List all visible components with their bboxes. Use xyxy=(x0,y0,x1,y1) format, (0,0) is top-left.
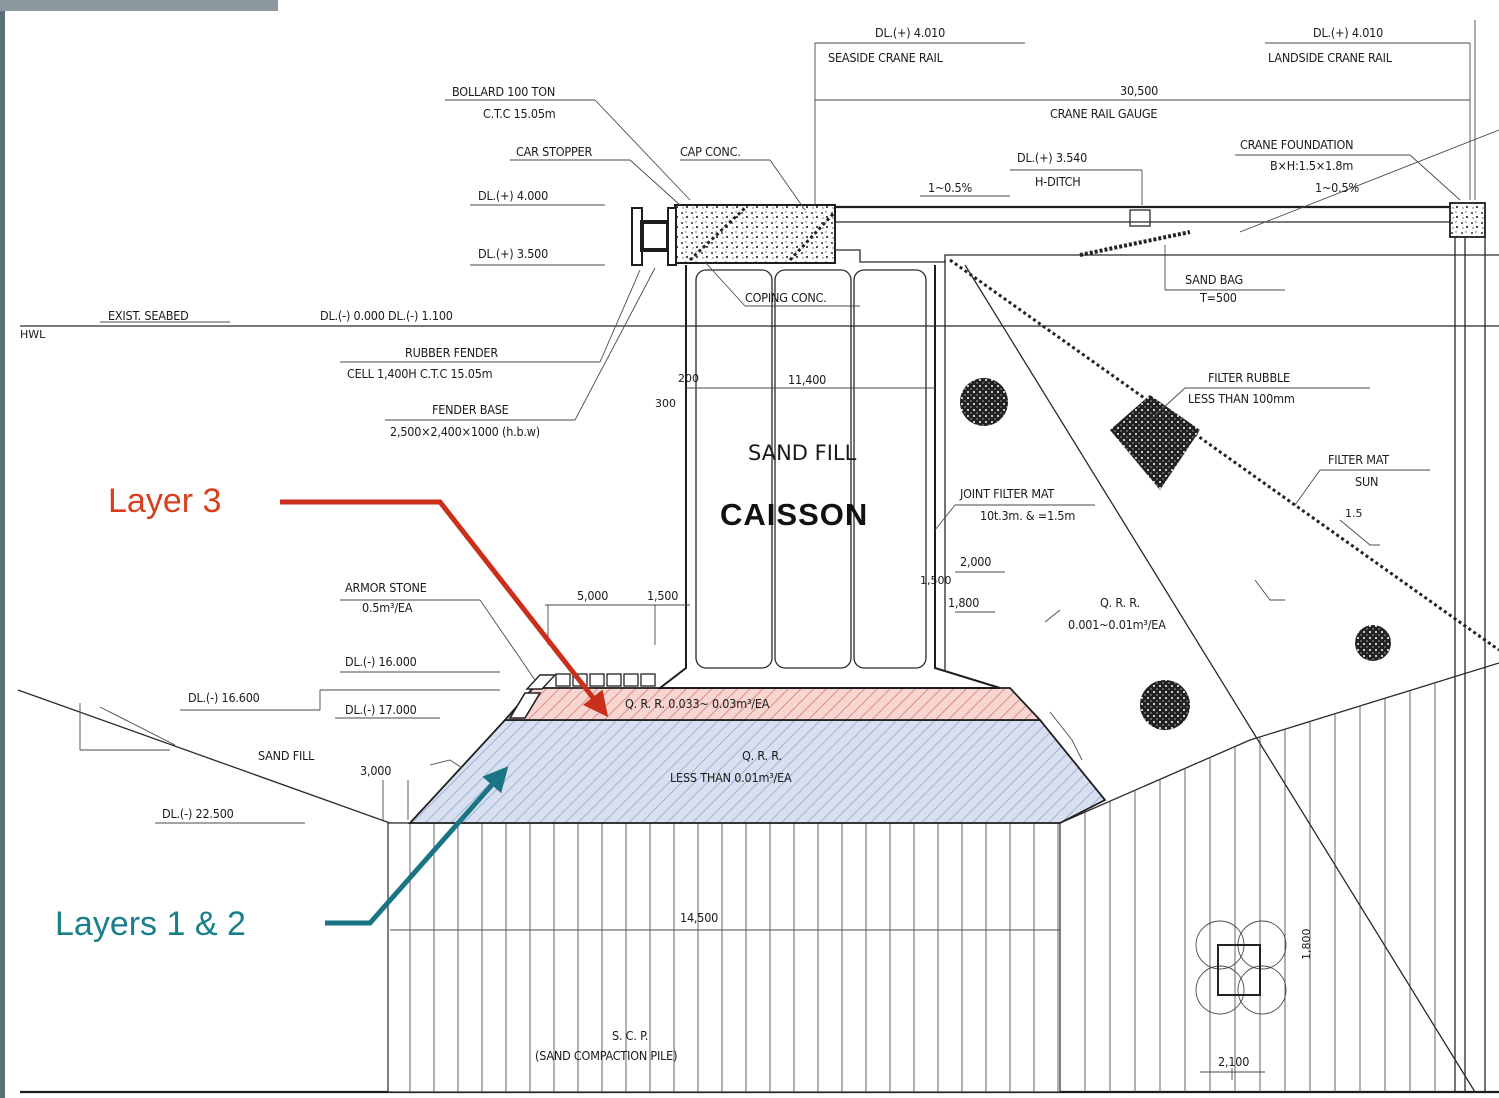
svg-text:1~0.5%: 1~0.5% xyxy=(928,180,972,195)
layers-1-2-callout: Layers 1 & 2 xyxy=(55,905,246,943)
svg-text:CRANE FOUNDATION: CRANE FOUNDATION xyxy=(1240,137,1353,152)
svg-text:DL.(+) 4.000: DL.(+) 4.000 xyxy=(478,188,548,203)
svg-text:HWL: HWL xyxy=(20,328,46,341)
svg-text:10t.3m. & =1.5m: 10t.3m. & =1.5m xyxy=(980,508,1075,523)
svg-text:200: 200 xyxy=(678,372,699,385)
svg-text:CAR STOPPER: CAR STOPPER xyxy=(516,144,592,159)
svg-text:Q. R. R.: Q. R. R. xyxy=(742,748,782,763)
svg-text:LANDSIDE CRANE RAIL: LANDSIDE CRANE RAIL xyxy=(1268,50,1393,65)
svg-text:BOLLARD 100 TON: BOLLARD 100 TON xyxy=(452,84,555,99)
layers-1-2-arrow xyxy=(325,766,509,926)
svg-text:0.5m³/EA: 0.5m³/EA xyxy=(362,600,413,615)
layer-3-callout: Layer 3 xyxy=(108,482,221,520)
rubble-blob-1 xyxy=(960,378,1008,426)
filter-slope xyxy=(949,258,1499,652)
svg-text:0.001~0.01m³/EA: 0.001~0.01m³/EA xyxy=(1068,617,1166,632)
svg-text:2,000: 2,000 xyxy=(960,554,991,569)
svg-text:CELL 1,400H C.T.C 15.05m: CELL 1,400H C.T.C 15.05m xyxy=(347,366,492,381)
svg-text:300: 300 xyxy=(655,397,676,410)
filter-rubble-patch xyxy=(1110,395,1200,490)
svg-text:ARMOR STONE: ARMOR STONE xyxy=(345,580,427,595)
layer-3-arrow xyxy=(280,499,609,717)
sand-compaction-pile-zone xyxy=(387,822,1061,1093)
svg-text:H-DITCH: H-DITCH xyxy=(1035,174,1081,189)
svg-text:DL.(-) 16.000: DL.(-) 16.000 xyxy=(345,654,417,669)
svg-text:Q. R. R.: Q. R. R. xyxy=(1100,595,1140,610)
pile-arrangement-symbol xyxy=(1195,920,1287,1015)
svg-text:JOINT FILTER MAT: JOINT FILTER MAT xyxy=(959,486,1054,501)
svg-text:DL.(-) 17.000: DL.(-) 17.000 xyxy=(345,702,417,717)
cap-concrete xyxy=(674,204,837,264)
armor-stone-row xyxy=(508,673,656,719)
svg-text:B×H:1.5×1.8m: B×H:1.5×1.8m xyxy=(1270,158,1353,173)
svg-text:LESS THAN 0.01m³/EA: LESS THAN 0.01m³/EA xyxy=(670,770,792,785)
svg-text:30,500: 30,500 xyxy=(1120,83,1158,98)
svg-text:FILTER RUBBLE: FILTER RUBBLE xyxy=(1208,370,1290,385)
frame-strip-left xyxy=(0,0,5,1098)
layer-3-bedding xyxy=(503,687,1043,721)
rubble-blob-3 xyxy=(1355,625,1391,661)
svg-text:DL.(-) 22.500: DL.(-) 22.500 xyxy=(162,806,234,821)
svg-text:SAND BAG: SAND BAG xyxy=(1185,272,1243,287)
rubber-fender xyxy=(631,207,677,266)
apron-pavement xyxy=(834,20,1499,1092)
svg-text:DL.(-) 0.000 DL.(-) 1.100: DL.(-) 0.000 DL.(-) 1.100 xyxy=(320,308,453,323)
svg-text:RUBBER FENDER: RUBBER FENDER xyxy=(405,345,498,360)
svg-text:EXIST. SEABED: EXIST. SEABED xyxy=(108,308,189,323)
svg-text:SUN: SUN xyxy=(1355,474,1378,489)
svg-text:DL.(+) 3.500: DL.(+) 3.500 xyxy=(478,246,548,261)
svg-text:5,000: 5,000 xyxy=(577,588,608,603)
svg-text:1~0.5%: 1~0.5% xyxy=(1315,180,1359,195)
svg-text:2,500×2,400×1000 (h.b.w): 2,500×2,400×1000 (h.b.w) xyxy=(390,424,540,439)
svg-text:S. C. P.: S. C. P. xyxy=(612,1028,648,1043)
svg-text:1.5: 1.5 xyxy=(1345,507,1363,520)
svg-text:SAND FILL: SAND FILL xyxy=(258,748,315,763)
svg-text:1,800: 1,800 xyxy=(1300,929,1313,961)
svg-text:T=500: T=500 xyxy=(1199,290,1237,305)
frame-strip-top xyxy=(0,0,278,11)
rubble-blob-2 xyxy=(1140,680,1190,730)
svg-text:3,000: 3,000 xyxy=(360,763,391,778)
svg-text:1,500: 1,500 xyxy=(647,588,678,603)
svg-text:1,800: 1,800 xyxy=(948,595,979,610)
svg-text:(SAND COMPACTION PILE): (SAND COMPACTION PILE) xyxy=(535,1048,677,1063)
sand-compaction-pile-zone-right xyxy=(1084,682,1436,1092)
svg-text:FENDER BASE: FENDER BASE xyxy=(432,402,509,417)
seabed-right-slope xyxy=(1059,662,1499,824)
svg-text:CAP CONC.: CAP CONC. xyxy=(680,144,741,159)
svg-text:11,400: 11,400 xyxy=(788,372,826,387)
svg-text:1,500: 1,500 xyxy=(920,574,952,587)
svg-text:DL.(+) 3.540: DL.(+) 3.540 xyxy=(1017,150,1087,165)
svg-text:14,500: 14,500 xyxy=(680,910,718,925)
svg-text:2,100: 2,100 xyxy=(1218,1054,1249,1069)
caisson-sand-fill-label: SAND FILL xyxy=(748,441,857,465)
svg-text:C.T.C 15.05m: C.T.C 15.05m xyxy=(483,106,556,121)
svg-text:LESS THAN 100mm: LESS THAN 100mm xyxy=(1188,391,1295,406)
svg-text:DL.(+) 4.010: DL.(+) 4.010 xyxy=(1313,25,1383,40)
svg-text:DL.(-) 16.600: DL.(-) 16.600 xyxy=(188,690,260,705)
svg-text:SEASIDE CRANE RAIL: SEASIDE CRANE RAIL xyxy=(828,50,944,65)
annotation-labels: DL.(+) 4.010 SEASIDE CRANE RAIL DL.(+) 4… xyxy=(20,25,1393,1069)
svg-text:DL.(+) 4.010: DL.(+) 4.010 xyxy=(875,25,945,40)
svg-text:FILTER MAT: FILTER MAT xyxy=(1328,452,1389,467)
dimension-lines xyxy=(20,42,1499,1080)
svg-text:Q. R. R. 0.033~ 0.03m³/EA: Q. R. R. 0.033~ 0.03m³/EA xyxy=(625,696,770,711)
caisson-label: CAISSON xyxy=(720,497,868,532)
caisson-body xyxy=(657,265,1001,689)
svg-text:CRANE RAIL GAUGE: CRANE RAIL GAUGE xyxy=(1050,106,1157,121)
svg-text:COPING CONC.: COPING CONC. xyxy=(745,290,827,305)
